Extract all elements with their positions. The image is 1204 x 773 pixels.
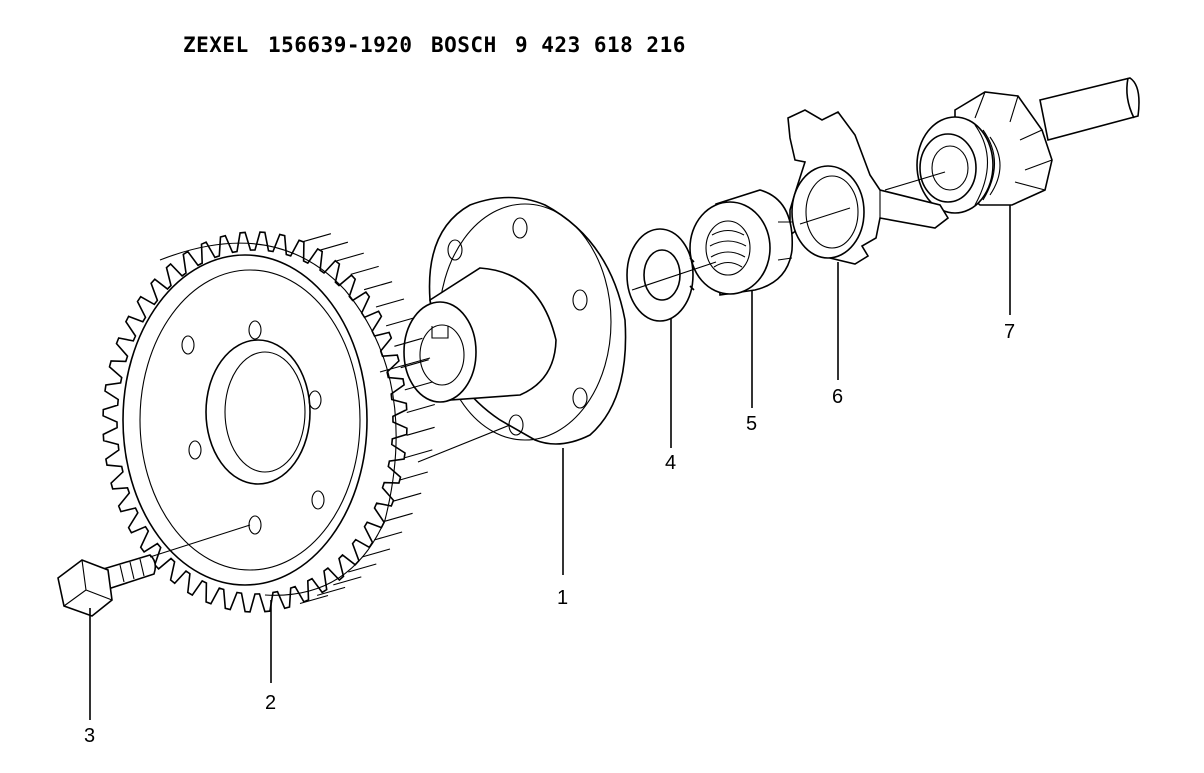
part-3-bolt [57,554,157,617]
zexel-part-number: 156639-1920 [268,33,413,57]
callout-1: 1 [557,587,568,609]
part-2-gear [102,231,435,613]
callout-5: 5 [746,413,757,435]
part-4-washer [626,228,695,322]
brand-bosch: BOSCH [431,33,497,57]
callout-4: 4 [665,452,676,474]
brand-zexel: ZEXEL [183,33,249,57]
leader-lines [89,205,1011,720]
part-5-threaded-nut [689,189,793,296]
assembly-center-lines [149,171,946,558]
part-6-lever-plate [787,109,950,265]
callout-2: 2 [265,692,276,714]
bosch-part-number: 9 423 618 216 [515,33,686,57]
callout-3: 3 [84,725,95,747]
part-7-shaft-nut [916,77,1140,214]
callout-6: 6 [832,386,843,408]
part-1-hub-flange [403,196,627,445]
callout-7: 7 [1004,321,1015,343]
